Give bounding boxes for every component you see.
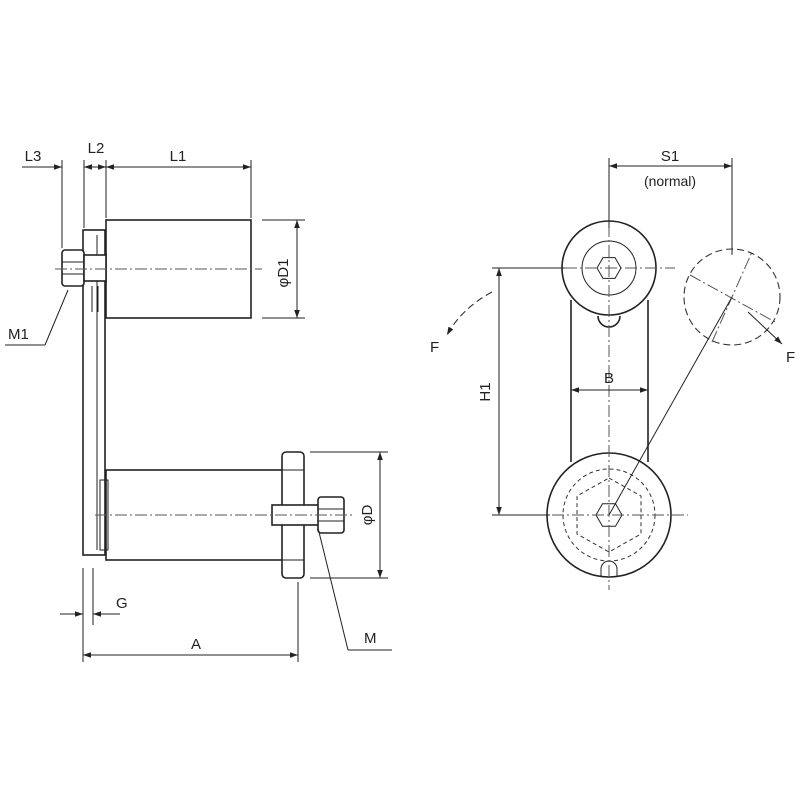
label-S1: S1: [661, 148, 679, 165]
label-G: G: [116, 595, 128, 612]
label-F-left: F: [430, 339, 439, 356]
label-L1: L1: [170, 148, 187, 165]
label-D: φD: [359, 505, 376, 526]
label-L3: L3: [25, 148, 42, 165]
label-H1: H1: [477, 382, 494, 401]
label-F-right: F: [786, 349, 795, 366]
force-arrow-right: [747, 311, 783, 345]
force-arrow-left: [446, 291, 493, 336]
label-M1: M1: [8, 326, 29, 343]
upper-nut: [61, 249, 85, 287]
label-D1: φD1: [275, 259, 292, 288]
label-S1-note: (normal): [644, 173, 696, 189]
label-L2: L2: [88, 140, 105, 157]
label-B: B: [604, 370, 614, 387]
side-view: L3 L2 L1 φD1 M1 φD G A M: [5, 140, 392, 662]
connecting-plate: [82, 229, 106, 556]
label-A: A: [191, 636, 201, 653]
label-M: M: [364, 630, 377, 647]
front-view: S1 (normal) H1 B F F: [430, 148, 795, 590]
